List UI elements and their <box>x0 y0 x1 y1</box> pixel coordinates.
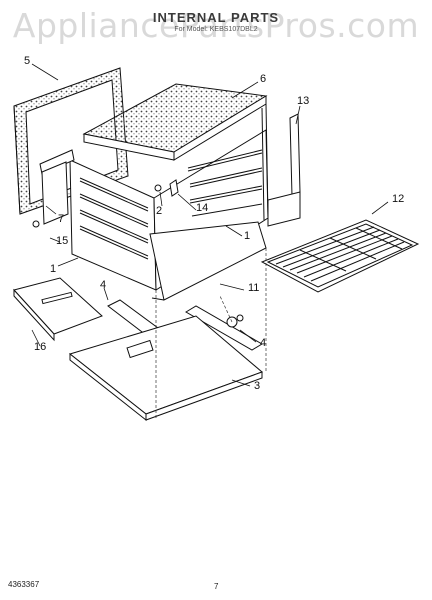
callout-6: 6 <box>260 73 267 85</box>
oven-rack-part-12 <box>260 219 420 293</box>
callout-4-right: 4 <box>260 337 267 349</box>
clip-part-14 <box>169 179 179 197</box>
callout-13: 13 <box>297 95 310 107</box>
callout-11: 11 <box>248 282 260 294</box>
bottom-pan-part-3 <box>68 315 263 422</box>
callout-15: 15 <box>56 235 69 247</box>
callout-2: 2 <box>156 205 163 217</box>
callout-1-upper: 1 <box>244 230 251 242</box>
callout-3: 3 <box>254 380 261 392</box>
bracket-part-13 <box>267 113 301 227</box>
callout-4-left: 4 <box>100 279 107 291</box>
callout-5: 5 <box>24 55 31 67</box>
callout-1-lower: 1 <box>50 263 57 275</box>
top-insulation-part-6 <box>82 83 268 161</box>
diagram-title: INTERNAL PARTS <box>152 10 280 25</box>
watermark: AppliancePartsPros.com <box>12 6 420 45</box>
leader-lines <box>31 63 389 387</box>
callout-12: 12 <box>392 193 405 205</box>
callout-14: 14 <box>196 202 209 214</box>
fasteners <box>32 179 179 228</box>
assembly-lines <box>155 248 267 420</box>
footer-part-number: 4363367 <box>8 580 40 589</box>
front-trim-part-16 <box>13 277 103 342</box>
footer-page-number: 7 <box>214 582 219 591</box>
diagram-subtitle: For Model: KEBS107DBL2 <box>174 26 258 33</box>
callout-16: 16 <box>34 341 47 353</box>
callout-7: 7 <box>58 213 65 225</box>
